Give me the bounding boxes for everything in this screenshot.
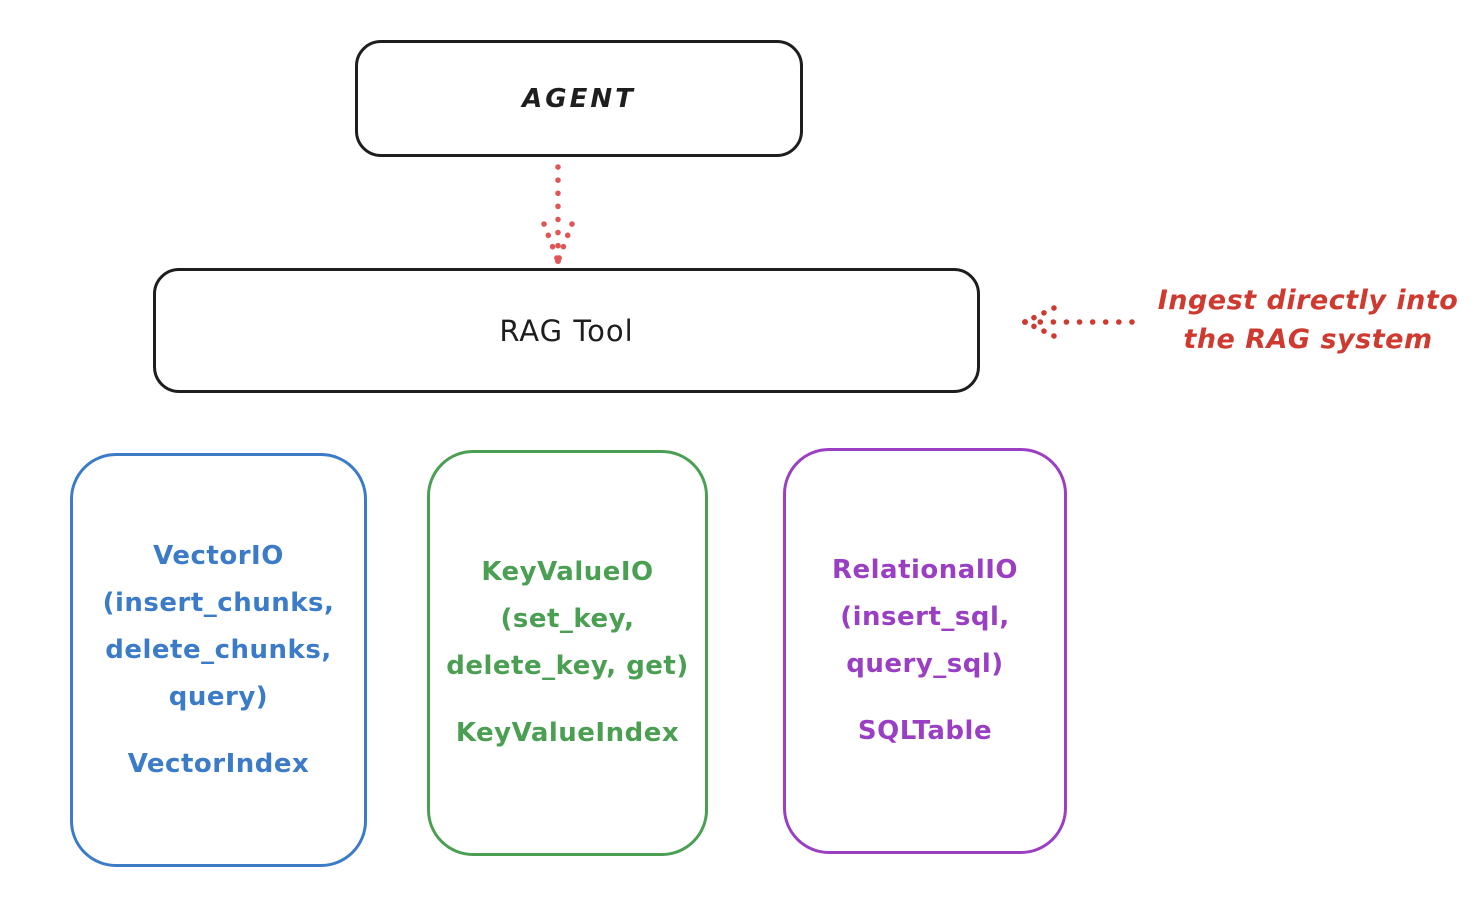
ingest-annotation: Ingest directly into the RAG system	[1138, 281, 1478, 359]
ingest-annotation-line: the RAG system	[1183, 324, 1433, 355]
relational-io-line: (insert_sql,	[840, 602, 1010, 632]
relational-io-text: RelationalIO (insert_sql, query_sql) SQL…	[832, 547, 1018, 755]
vector-io-line: query)	[168, 681, 269, 712]
agent-node: AGENT	[355, 40, 803, 157]
sql-table-label: SQLTable	[857, 716, 993, 746]
key-value-io-line: (set_key,	[500, 604, 635, 634]
vector-io-node: VectorIO (insert_chunks, delete_chunks, …	[70, 453, 367, 867]
rag-tool-label: RAG Tool	[499, 313, 634, 348]
relational-io-line: query_sql)	[846, 649, 1004, 679]
dotted-left-arrow-icon	[1022, 305, 1135, 339]
ingest-annotation-line: Ingest directly into	[1157, 285, 1459, 316]
key-value-io-node: KeyValueIO (set_key, delete_key, get) Ke…	[427, 450, 708, 856]
vector-io-line: delete_chunks,	[105, 634, 332, 665]
vector-index-label: VectorIndex	[127, 748, 310, 779]
vector-io-line: VectorIO	[153, 540, 284, 571]
key-value-io-line: KeyValueIO	[481, 557, 654, 587]
relational-io-node: RelationalIO (insert_sql, query_sql) SQL…	[783, 448, 1067, 854]
agent-label: AGENT	[522, 83, 636, 114]
key-value-io-text: KeyValueIO (set_key, delete_key, get) Ke…	[446, 549, 689, 757]
key-value-index-label: KeyValueIndex	[455, 718, 680, 748]
dotted-down-arrow-icon	[541, 164, 575, 264]
vector-io-text: VectorIO (insert_chunks, delete_chunks, …	[103, 533, 335, 788]
vector-io-line: (insert_chunks,	[102, 587, 335, 618]
key-value-io-line: delete_key, get)	[446, 651, 689, 681]
rag-tool-node: RAG Tool	[153, 268, 980, 393]
relational-io-line: RelationalIO	[831, 555, 1019, 585]
